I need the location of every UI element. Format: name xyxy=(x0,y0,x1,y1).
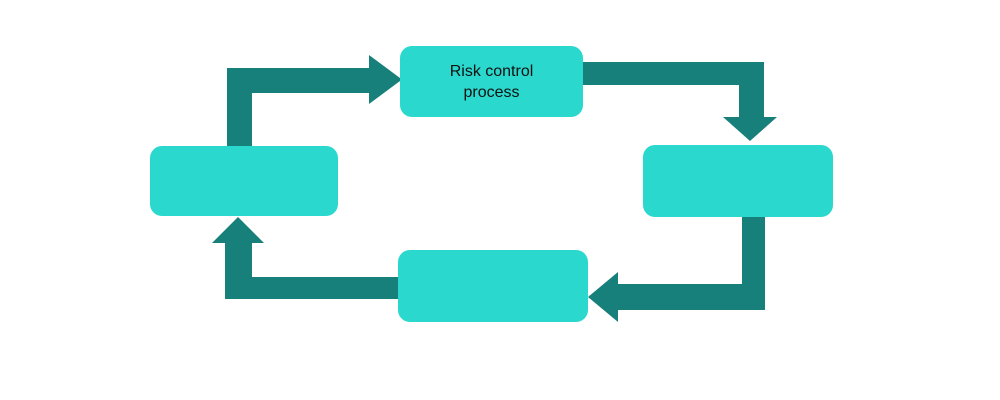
node-bottom xyxy=(398,250,588,322)
node-label: Risk control process xyxy=(449,62,534,101)
node-right xyxy=(643,145,833,217)
node-left xyxy=(150,146,338,216)
arrow-right-to-bottom-icon xyxy=(588,217,765,322)
node-risk-control-process: Risk control process xyxy=(400,46,583,117)
arrow-bottom-to-left-icon xyxy=(212,217,398,299)
arrow-top-to-right-icon xyxy=(583,62,777,141)
arrow-left-to-top-icon xyxy=(227,55,402,147)
